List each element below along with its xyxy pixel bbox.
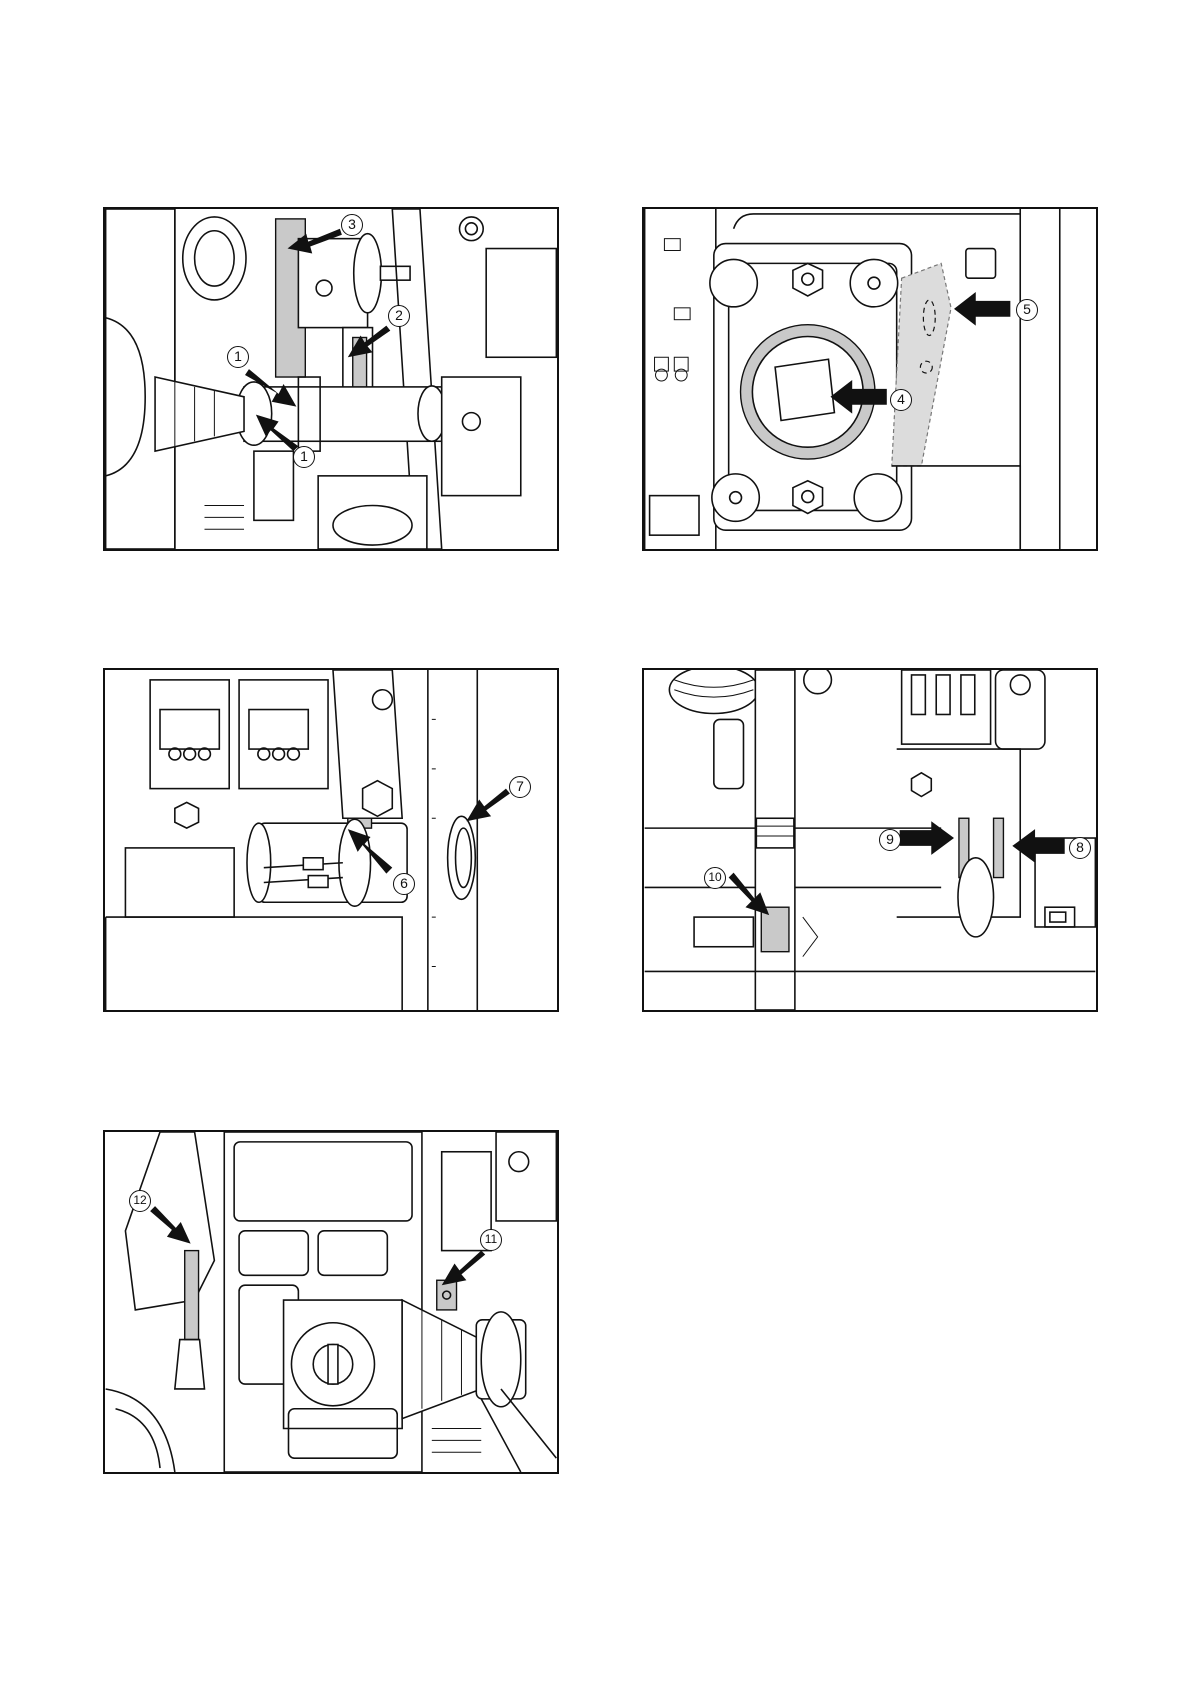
figure-b: 4 5 xyxy=(642,207,1098,551)
figure-c-drawing xyxy=(105,670,557,1010)
arrow-7 xyxy=(466,789,509,822)
callout-6: 6 xyxy=(393,873,415,895)
callout-9: 9 xyxy=(879,829,901,851)
callout-10: 10 xyxy=(704,867,726,889)
figure-b-drawing xyxy=(644,209,1096,549)
arrow-9 xyxy=(900,821,954,855)
figure-e: 11 12 xyxy=(103,1130,559,1474)
callout-8: 8 xyxy=(1069,837,1091,859)
callout-4: 4 xyxy=(890,389,912,411)
callout-3: 3 xyxy=(341,214,363,236)
figure-a-drawing xyxy=(105,209,557,549)
callout-1b: 1 xyxy=(293,446,315,468)
callout-2: 2 xyxy=(388,305,410,327)
callout-11: 11 xyxy=(480,1229,502,1251)
figure-d: 8 9 10 xyxy=(642,668,1098,1012)
arrow-11 xyxy=(442,1251,485,1286)
callout-7: 7 xyxy=(509,776,531,798)
callout-1a: 1 xyxy=(227,346,249,368)
figure-e-drawing xyxy=(105,1132,557,1472)
figure-a: 1 1 2 3 xyxy=(103,207,559,551)
arrow-5 xyxy=(954,292,1010,326)
figure-c: 6 7 xyxy=(103,668,559,1012)
callout-12: 12 xyxy=(129,1190,151,1212)
figure-d-drawing xyxy=(644,670,1096,1010)
callout-5: 5 xyxy=(1016,299,1038,321)
